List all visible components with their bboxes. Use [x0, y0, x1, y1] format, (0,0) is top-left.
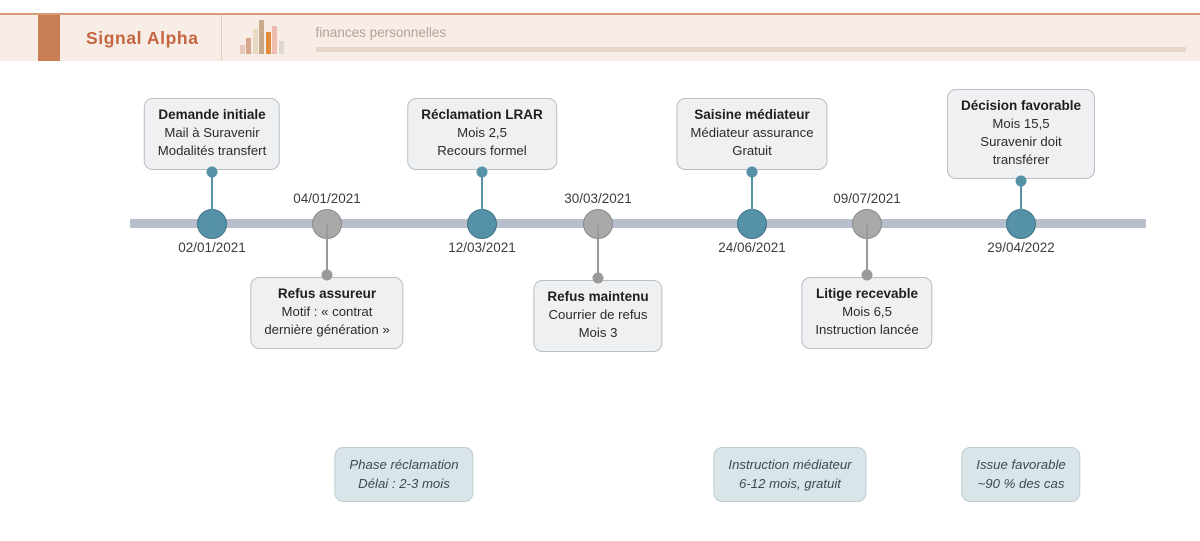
- timeline-axis: [130, 219, 1146, 228]
- timeline-annotation: Instruction médiateur 6-12 mois, gratuit: [713, 447, 867, 503]
- timeline-event-detail: Mois 3: [578, 325, 618, 341]
- timeline-date-label: 04/01/2021: [293, 191, 361, 206]
- timeline-event-title: Refus assureur: [277, 286, 377, 301]
- timeline-event-detail: Modalités transfert: [157, 143, 267, 159]
- timeline-connector: [481, 170, 483, 224]
- timeline-connector-dot: [861, 269, 873, 281]
- timeline-event-title: Saisine médiateur: [694, 107, 810, 123]
- header-subtitle: finances personnelles: [315, 24, 447, 40]
- bar-chart-icon-bars: [239, 20, 284, 54]
- header-underline-rule: [315, 46, 1186, 52]
- bar-chart-icon-bar: [278, 41, 284, 54]
- timeline-connector-dot: [1015, 175, 1027, 187]
- timeline-connector: [211, 170, 213, 224]
- timeline-annotation-line: 6-12 mois, gratuit: [739, 475, 841, 491]
- timeline-annotation-line: Instruction médiateur: [728, 457, 852, 472]
- header-subtitle-block: finances personnelles: [298, 15, 1200, 61]
- timeline-annotation-line: ~90 % des cas: [977, 475, 1065, 491]
- timeline-event-detail: Mois 15,5: [992, 116, 1050, 132]
- timeline-date-label: 09/07/2021: [833, 191, 901, 206]
- timeline-event-detail: Suravenir doit: [980, 134, 1062, 150]
- timeline-event-detail: Instruction lancée: [815, 322, 919, 338]
- timeline-event-title: Litige recevable: [815, 286, 919, 301]
- timeline-connector: [866, 224, 868, 277]
- bar-chart-icon-bar: [265, 32, 271, 54]
- timeline-annotation: Issue favorable ~90 % des cas: [961, 447, 1081, 503]
- timeline-annotation-line: Issue favorable: [976, 457, 1066, 472]
- timeline-connector: [751, 170, 753, 224]
- timeline-event-detail: Motif : « contrat: [281, 304, 373, 320]
- timeline-connector-dot: [592, 272, 604, 284]
- timeline-event-detail: transférer: [992, 152, 1050, 168]
- timeline-event-detail: Courrier de refus: [548, 307, 648, 323]
- bar-chart-icon-bar: [259, 20, 265, 54]
- timeline-connector: [326, 224, 328, 277]
- timeline-date-label: 02/01/2021: [178, 240, 246, 255]
- timeline-event-title: Refus maintenu: [547, 289, 649, 304]
- timeline-event-detail: Mois 6,5: [842, 304, 892, 320]
- timeline-connector-dot: [321, 269, 333, 281]
- bar-chart-icon-bar: [252, 29, 258, 54]
- timeline-event-detail: Médiateur assurance: [690, 125, 814, 141]
- timeline-event-detail: dernière génération »: [264, 322, 390, 338]
- timeline-event-detail: Mail à Suravenir: [164, 125, 260, 141]
- timeline-event-title: Décision favorable: [960, 98, 1082, 114]
- timeline-connector-dot: [206, 166, 218, 178]
- timeline-event-title: Réclamation LRAR: [421, 107, 543, 123]
- timeline-date-label: 12/03/2021: [448, 240, 516, 255]
- timeline-event-detail: Mois 2,5: [457, 125, 507, 141]
- timeline-connector-dot: [746, 166, 758, 178]
- bar-chart-icon: [222, 15, 298, 61]
- timeline-annotation-line: Phase réclamation: [349, 457, 459, 472]
- timeline-connector: [1020, 179, 1022, 224]
- bar-chart-icon-bar: [239, 45, 245, 54]
- timeline-event-detail: Recours formel: [437, 143, 527, 159]
- page-title: Signal Alpha: [86, 27, 199, 48]
- timeline-date-label: 29/04/2022: [987, 240, 1055, 255]
- timeline-annotation-line: Délai : 2-3 mois: [358, 475, 450, 491]
- timeline-connector: [597, 224, 599, 280]
- timeline-connector-dot: [476, 166, 488, 178]
- timeline-date-label: 30/03/2021: [564, 191, 632, 206]
- app-header: Signal Alpha finances personnelles: [0, 13, 1200, 61]
- timeline-event-detail: Gratuit: [732, 143, 772, 159]
- bar-chart-icon-bar: [246, 38, 252, 54]
- timeline-event-title: Demande initiale: [158, 107, 266, 123]
- bar-chart-icon-bar: [272, 26, 278, 54]
- header-title-block: Signal Alpha: [60, 15, 222, 61]
- header-accent-block: [38, 15, 60, 61]
- timeline-date-label: 24/06/2021: [718, 240, 786, 255]
